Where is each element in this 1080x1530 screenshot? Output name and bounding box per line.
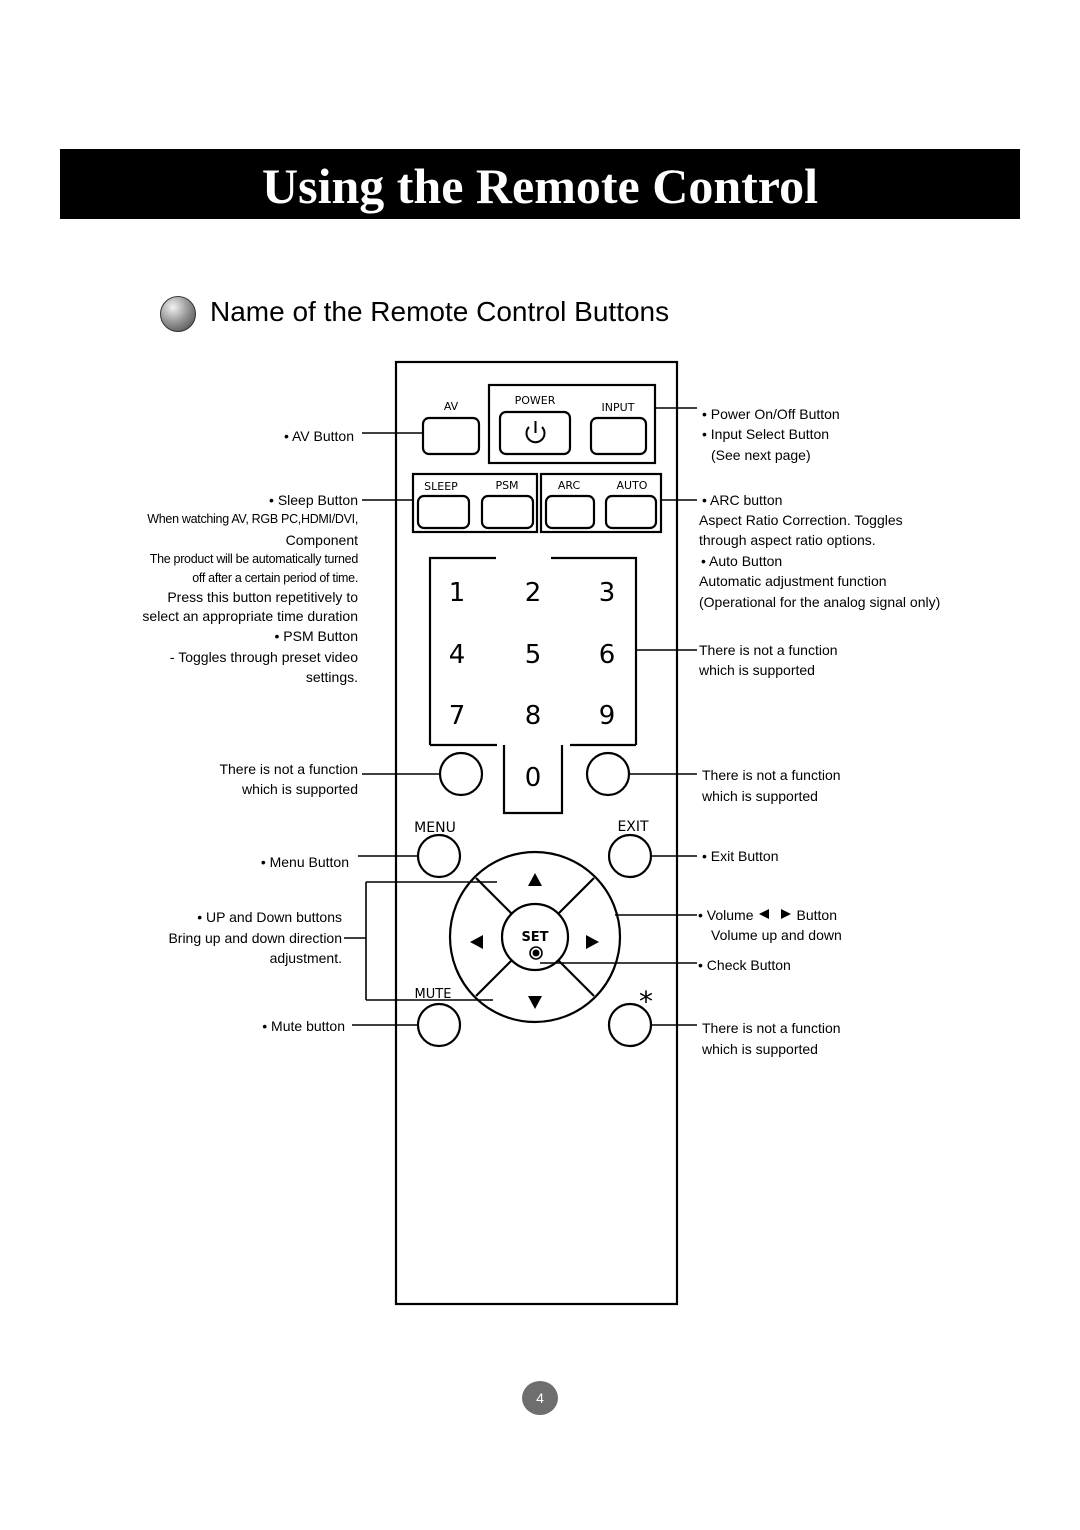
exit-button-note: • Exit Button: [702, 848, 779, 864]
digit-1: 1: [449, 578, 466, 608]
page-title: Using the Remote Control: [262, 158, 818, 214]
sleep-label: SLEEP: [424, 480, 458, 493]
title-bar: Using the Remote Control: [60, 149, 1020, 219]
digit-9: 9: [599, 701, 616, 731]
check-button-note: • Check Button: [698, 957, 791, 973]
left-no-function-note-2: which is supported: [242, 781, 358, 797]
right-blank-button-shape: [585, 751, 631, 797]
input-button-shape: [589, 416, 648, 456]
digits-no-function-note-1: There is not a function: [699, 642, 838, 658]
sleep-press-note-1: Press this button repetitively to: [167, 589, 358, 605]
sleep-when-note: When watching AV, RGB PC,HDMI/DVI,: [147, 512, 358, 526]
section-bullet-icon: [160, 296, 196, 332]
psm-desc-note-2: settings.: [305, 669, 358, 685]
updown-note-2: Bring up and down direction: [168, 930, 342, 946]
digit-4: 4: [449, 640, 466, 670]
arc-button-shape: [544, 494, 596, 530]
menu-button-note: • Menu Button: [260, 854, 349, 870]
updown-note-3: adjustment.: [269, 950, 342, 966]
auto-desc-note-1: Automatic adjustment function: [699, 573, 887, 589]
input-label: INPUT: [602, 401, 635, 414]
arc-label: ARC: [558, 479, 581, 492]
star-icon: *: [639, 985, 653, 1018]
volume-left-arrow-icon: [758, 905, 770, 925]
set-button-shape: [500, 902, 570, 972]
volume-suffix: Button: [796, 907, 837, 923]
volume-prefix: • Volume: [698, 907, 754, 923]
volume-note: • Volume Button: [698, 905, 837, 925]
exit-button-shape: [607, 833, 653, 879]
left-blank-button-shape: [438, 751, 484, 797]
updown-note-1: • UP and Down buttons: [197, 909, 342, 925]
star-no-function-note-1: There is not a function: [702, 1020, 841, 1036]
power-button-shape: [498, 410, 572, 456]
page-number: 4: [522, 1381, 558, 1415]
digit-5: 5: [525, 640, 542, 670]
power-button-note: • Power On/Off Button: [702, 406, 840, 422]
digit-0: 0: [525, 763, 542, 793]
sleep-press-note-2: select an appropriate time duration: [142, 608, 358, 624]
auto-desc-note-2: (Operational for the analog signal only): [699, 594, 941, 610]
sleep-auto-off-note-1: The product will be automatically turned: [149, 552, 359, 566]
mute-label: MUTE: [415, 987, 452, 1002]
av-label: AV: [444, 400, 459, 413]
av-button-note: • AV Button: [283, 428, 354, 444]
remote-body: [394, 360, 679, 1306]
psm-button-note: • PSM Button: [274, 628, 359, 644]
arc-desc-note-2: through aspect ratio options.: [699, 532, 876, 548]
digits-no-function-note-2: which is supported: [699, 662, 815, 678]
volume-right-arrow-icon: [780, 905, 792, 925]
exit-label: EXIT: [617, 819, 649, 835]
digit-6: 6: [599, 640, 616, 670]
psm-desc-note-1: - Toggles through preset video: [169, 649, 358, 665]
auto-button-shape: [604, 494, 658, 530]
av-button-shape: [421, 416, 481, 456]
mute-button-note: • Mute button: [262, 1018, 345, 1034]
sleep-button-note: • Sleep Button: [269, 492, 358, 508]
power-label: POWER: [515, 394, 556, 407]
menu-button-shape: [416, 833, 462, 879]
digit-3: 3: [599, 578, 616, 608]
input-button-note: • Input Select Button: [702, 426, 830, 442]
digit-2: 2: [525, 578, 542, 608]
sleep-component-note: Component: [285, 532, 358, 548]
left-no-function-note-1: There is not a function: [219, 761, 358, 777]
see-next-note: (See next page): [711, 447, 811, 463]
right-no-function-note-2: which is supported: [702, 788, 818, 804]
set-label: SET: [521, 930, 548, 945]
section-title: Name of the Remote Control Buttons: [210, 296, 670, 327]
digit-8: 8: [525, 701, 542, 731]
sleep-auto-off-note-2: off after a certain period of time.: [192, 571, 358, 585]
auto-label: AUTO: [617, 479, 648, 492]
mute-button-shape: [416, 1002, 462, 1048]
auto-button-note: • Auto Button: [701, 553, 783, 569]
psm-label: PSM: [495, 479, 518, 492]
menu-label: MENU: [414, 820, 456, 836]
nav-pad-shape: [448, 850, 622, 1024]
arc-desc-note-1: Aspect Ratio Correction. Toggles: [699, 512, 903, 528]
star-no-function-note-2: which is supported: [702, 1041, 818, 1057]
right-no-function-note-1: There is not a function: [702, 767, 841, 783]
digit-7: 7: [449, 701, 466, 731]
sleep-button-shape: [416, 494, 471, 530]
arc-button-note: • ARC button: [702, 492, 783, 508]
psm-button-shape: [480, 494, 535, 530]
volume-desc-note: Volume up and down: [711, 927, 842, 943]
